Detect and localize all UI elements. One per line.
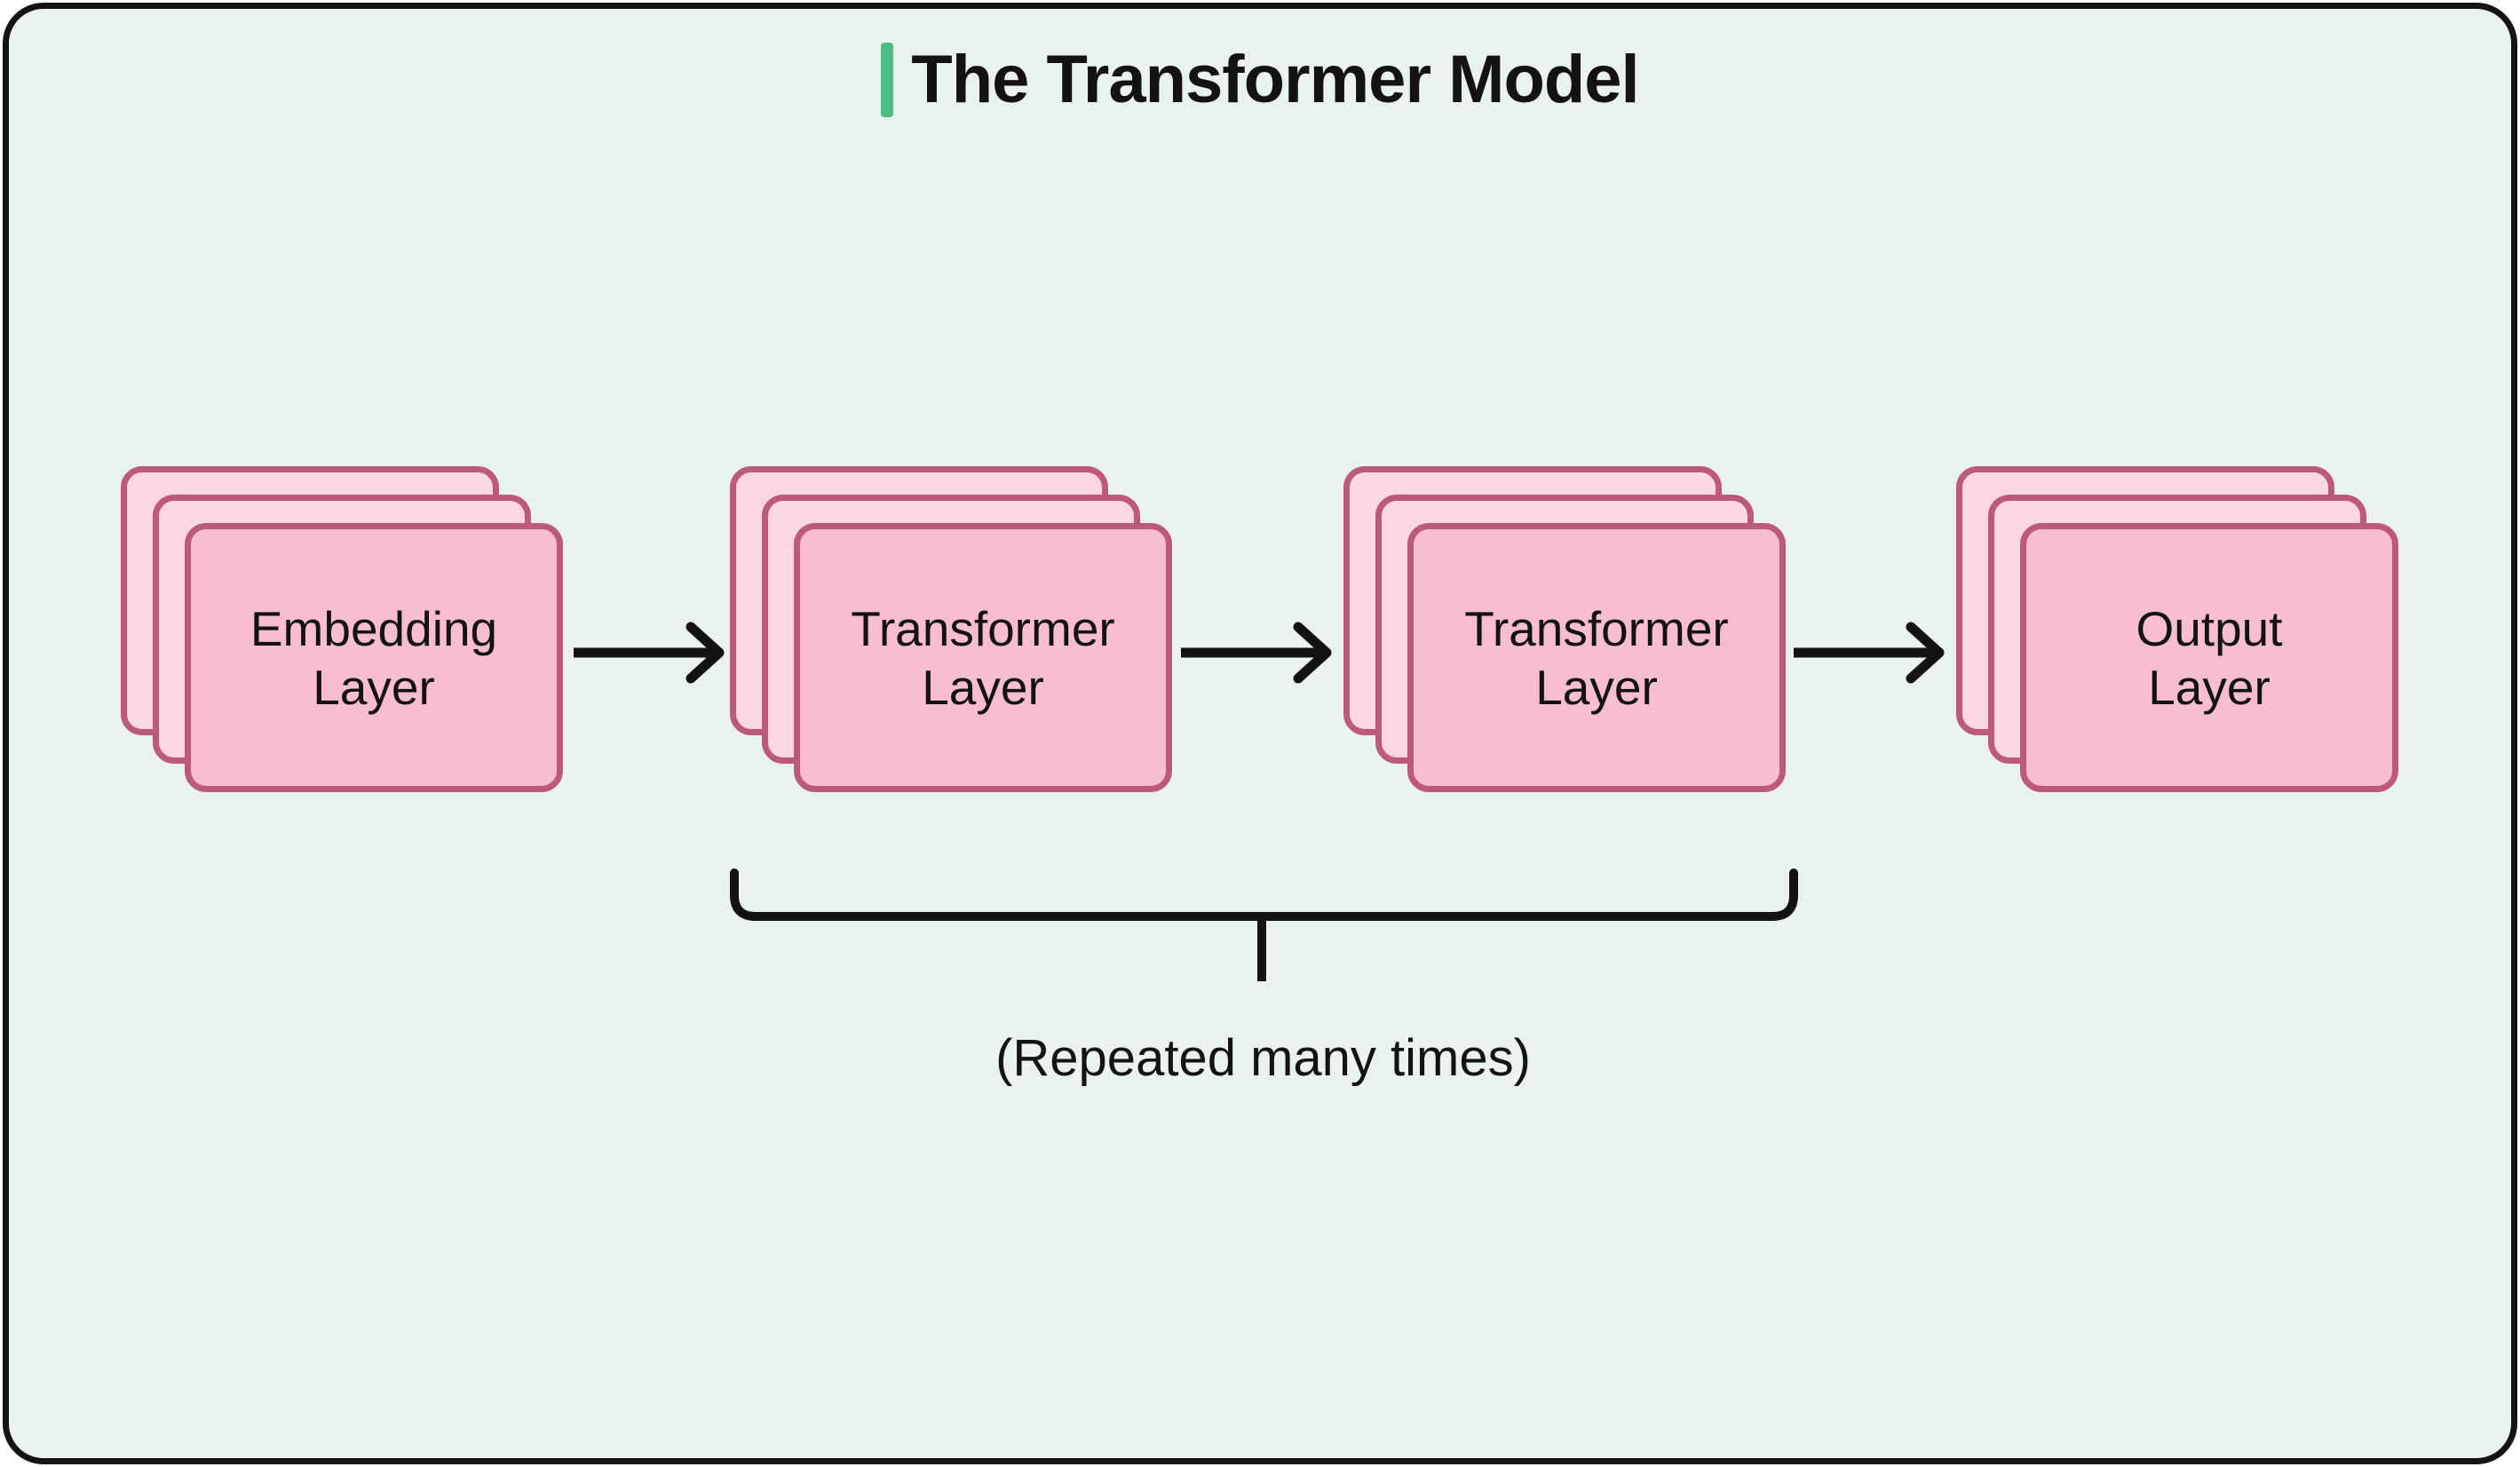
repeat-bracket (719, 866, 1807, 990)
stacked-card-front: Transformer Layer (1407, 523, 1786, 792)
page-title: The Transformer Model (911, 42, 1639, 117)
node-label: Transformer Layer (1464, 600, 1729, 715)
flow-arrow-right-icon (1177, 617, 1337, 688)
node-label: Embedding Layer (250, 600, 498, 715)
title-block: The Transformer Model (0, 37, 2520, 123)
flow-arrow-right-icon (570, 617, 730, 688)
node-stack-transformer-layer-2: Transformer Layer (1343, 466, 1787, 795)
stacked-card-front: Embedding Layer (185, 523, 563, 792)
node-label: Output Layer (2136, 600, 2283, 715)
repeat-annotation: (Repeated many times) (995, 1029, 1531, 1087)
stacked-card-front: Output Layer (2020, 523, 2398, 792)
flow-arrow-right-icon (1790, 617, 1950, 688)
stacked-card-front: Transformer Layer (794, 523, 1172, 792)
title-accent-bar (881, 43, 894, 117)
node-stack-embedding-layer: Embedding Layer (121, 466, 565, 795)
node-label: Transformer Layer (851, 600, 1115, 715)
node-stack-output-layer: Output Layer (1956, 466, 2400, 795)
node-stack-transformer-layer-1: Transformer Layer (730, 466, 1174, 795)
